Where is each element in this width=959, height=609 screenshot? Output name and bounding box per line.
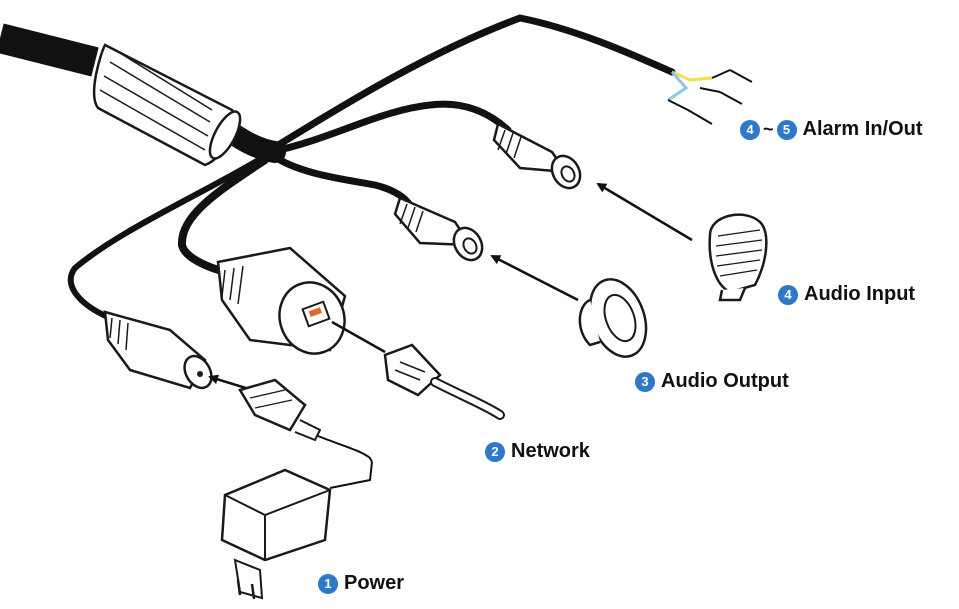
alarm-label-text: Alarm In/Out [802, 118, 923, 140]
speaker-icon [578, 278, 648, 358]
power-cable [67, 155, 265, 321]
network-label: 2 Network [485, 440, 590, 463]
rj45-plug-icon [383, 343, 505, 420]
arrow-icon [596, 182, 693, 242]
network-label-text: Network [511, 440, 590, 462]
audio-output-label-text: Audio Output [661, 370, 789, 392]
rj45-jack-icon [216, 246, 347, 355]
alarm-cable [266, 14, 753, 154]
badge-1: 1 [318, 573, 338, 594]
arrow-icon [331, 320, 386, 354]
audio-input-cable [266, 100, 512, 156]
audio-output-cable [268, 151, 414, 209]
network-cable [177, 156, 269, 276]
microphone-icon [708, 213, 768, 302]
audio-output-label: 3 Audio Output [635, 370, 789, 393]
badge-2: 2 [485, 441, 505, 462]
audio-input-label: 4 Audio Input [778, 283, 915, 306]
dc-jack-icon [103, 310, 213, 390]
rca-connector-icon [492, 122, 582, 190]
alarm-label: 4 ~ 5 Alarm In/Out [740, 118, 923, 141]
dc-plug-icon [238, 378, 373, 463]
power-label: 1 Power [318, 572, 404, 595]
cable-sleeve-icon [93, 43, 242, 167]
audio-input-label-text: Audio Input [804, 283, 916, 305]
arrow-icon [490, 254, 579, 302]
badge-5: 5 [776, 119, 797, 140]
badge-separator: ~ [763, 119, 774, 139]
rca-connector-icon [393, 196, 484, 262]
badge-4: 4 [778, 284, 798, 305]
power-adapter-icon [220, 461, 373, 600]
power-label-text: Power [344, 572, 405, 594]
badge-3: 3 [635, 371, 655, 392]
badge-4: 4 [740, 119, 760, 140]
